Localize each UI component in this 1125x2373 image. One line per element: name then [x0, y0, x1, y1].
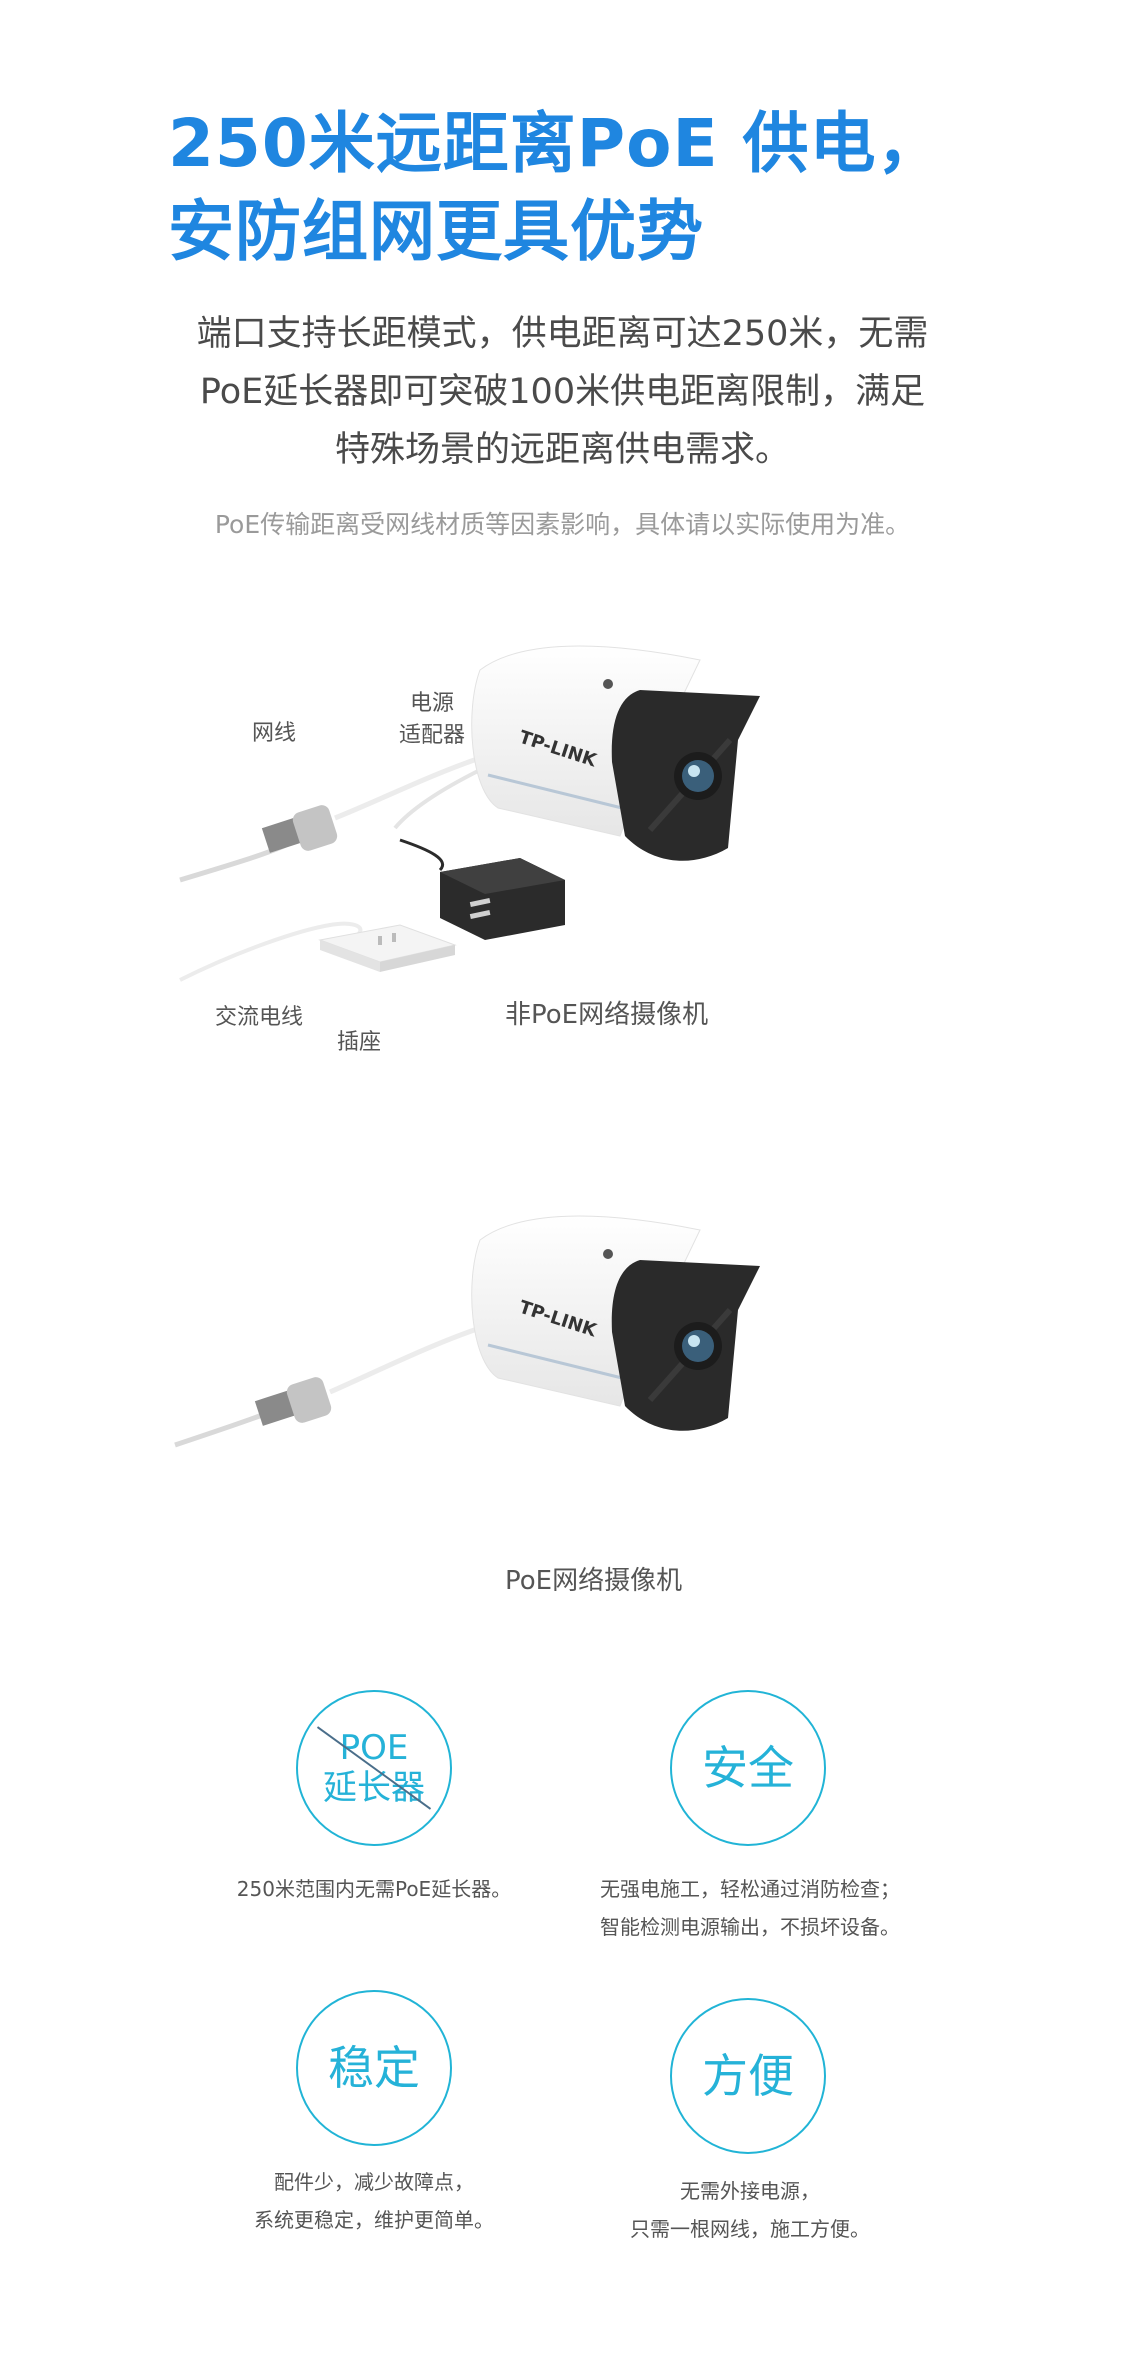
feature-no-extender-desc: 250米范围内无需PoE延长器。 — [218, 1870, 530, 1908]
label-power-adapter: 电源 适配器 — [392, 688, 472, 752]
rj45-plug-icon — [254, 1390, 298, 1426]
non-poe-camera-illustration: TP-LINK — [179, 645, 760, 982]
poe-camera-diagram: TP-LINK PoE网络摄像机 — [0, 1180, 1125, 1600]
feature-convenient-desc-line2: 只需一根网线，施工方便。 — [630, 2217, 870, 2241]
feature-convenient-desc: 无需外接电源， 只需一根网线，施工方便。 — [600, 2172, 900, 2248]
feature-safe-circle: 安全 — [670, 1690, 826, 1846]
subtitle-line-1: 端口支持长距模式，供电距离可达250米，无需 — [196, 314, 929, 354]
label-network-cable: 网线 — [252, 721, 297, 746]
poe-camera-illustration: TP-LINK — [174, 1215, 760, 1448]
ac-cable — [179, 921, 363, 982]
feature-no-extender-text: POE 延长器 — [298, 1692, 450, 1844]
feature-safe-desc: 无强电施工，轻松通过消防检查； 智能检测电源输出，不损坏设备。 — [580, 1870, 920, 1946]
subtitle: 端口支持长距模式，供电距离可达250米，无需 PoE延长器即可突破100米供电距… — [140, 305, 985, 479]
rj45-plug-icon — [261, 817, 305, 853]
feature-convenient-desc-line1: 无需外接电源， — [680, 2179, 820, 2203]
rj45-boot-icon — [292, 805, 338, 851]
feature-stable-desc-line1: 配件少，减少故障点， — [274, 2170, 474, 2194]
caption-non-poe-camera: 非PoE网络摄像机 — [505, 1000, 709, 1030]
feature-stable-text: 稳定 — [328, 2041, 420, 2095]
rj45-boot-icon — [286, 1377, 332, 1423]
feature-stable-circle: 稳定 — [296, 1990, 452, 2146]
camera-lens-icon — [682, 1330, 714, 1362]
headline: 250米远距离PoE 供电， 安防组网更具优势 — [168, 100, 1068, 276]
disclaimer-note: PoE传输距离受网线材质等因素影响，具体请以实际使用为准。 — [214, 510, 911, 539]
feature-no-extender-desc-line1: 250米范围内无需PoE延长器。 — [236, 1877, 512, 1901]
feature-safe-text: 安全 — [702, 1741, 794, 1795]
label-power-adapter-line1: 电源 — [409, 691, 454, 716]
feature-no-extender-line2: 延长器 — [323, 1768, 425, 1808]
feature-safe-desc-line2: 智能检测电源输出，不损坏设备。 — [600, 1915, 900, 1939]
headline-line-2: 安防组网更具优势 — [168, 193, 704, 270]
camera-icon: TP-LINK — [471, 645, 760, 861]
caption-poe-camera: PoE网络摄像机 — [505, 1566, 683, 1596]
label-ac-cable: 交流电线 — [215, 1005, 304, 1030]
non-poe-camera-diagram: TP-LINK 网线 电源 适配器 交流电线 插座 非PoE网络摄像机 — [0, 600, 1125, 1120]
label-socket: 插座 — [337, 1030, 382, 1055]
camera-lens-icon — [682, 760, 714, 792]
no-sign-slash-icon — [316, 1726, 432, 1810]
network-cable — [174, 1409, 271, 1448]
feature-no-extender-line1: POE — [339, 1728, 409, 1768]
feature-convenient-circle: 方便 — [670, 1998, 826, 2154]
subtitle-line-2: PoE延长器即可突破100米供电距离限制，满足 — [199, 372, 926, 412]
camera-icon: TP-LINK — [471, 1215, 760, 1431]
feature-convenient-text: 方便 — [702, 2049, 794, 2103]
headline-line-1: 250米远距离PoE 供电， — [168, 105, 944, 182]
label-power-adapter-line2: 适配器 — [398, 723, 465, 748]
feature-no-extender-circle: POE 延长器 — [296, 1690, 452, 1846]
feature-safe-desc-line1: 无强电施工，轻松通过消防检查； — [600, 1877, 900, 1901]
feature-stable-desc: 配件少，减少故障点， 系统更稳定，维护更简单。 — [218, 2163, 530, 2239]
feature-stable-desc-line2: 系统更稳定，维护更简单。 — [254, 2208, 494, 2232]
subtitle-line-3: 特殊场景的远距离供电需求。 — [334, 430, 790, 470]
dc-cable — [399, 838, 444, 872]
